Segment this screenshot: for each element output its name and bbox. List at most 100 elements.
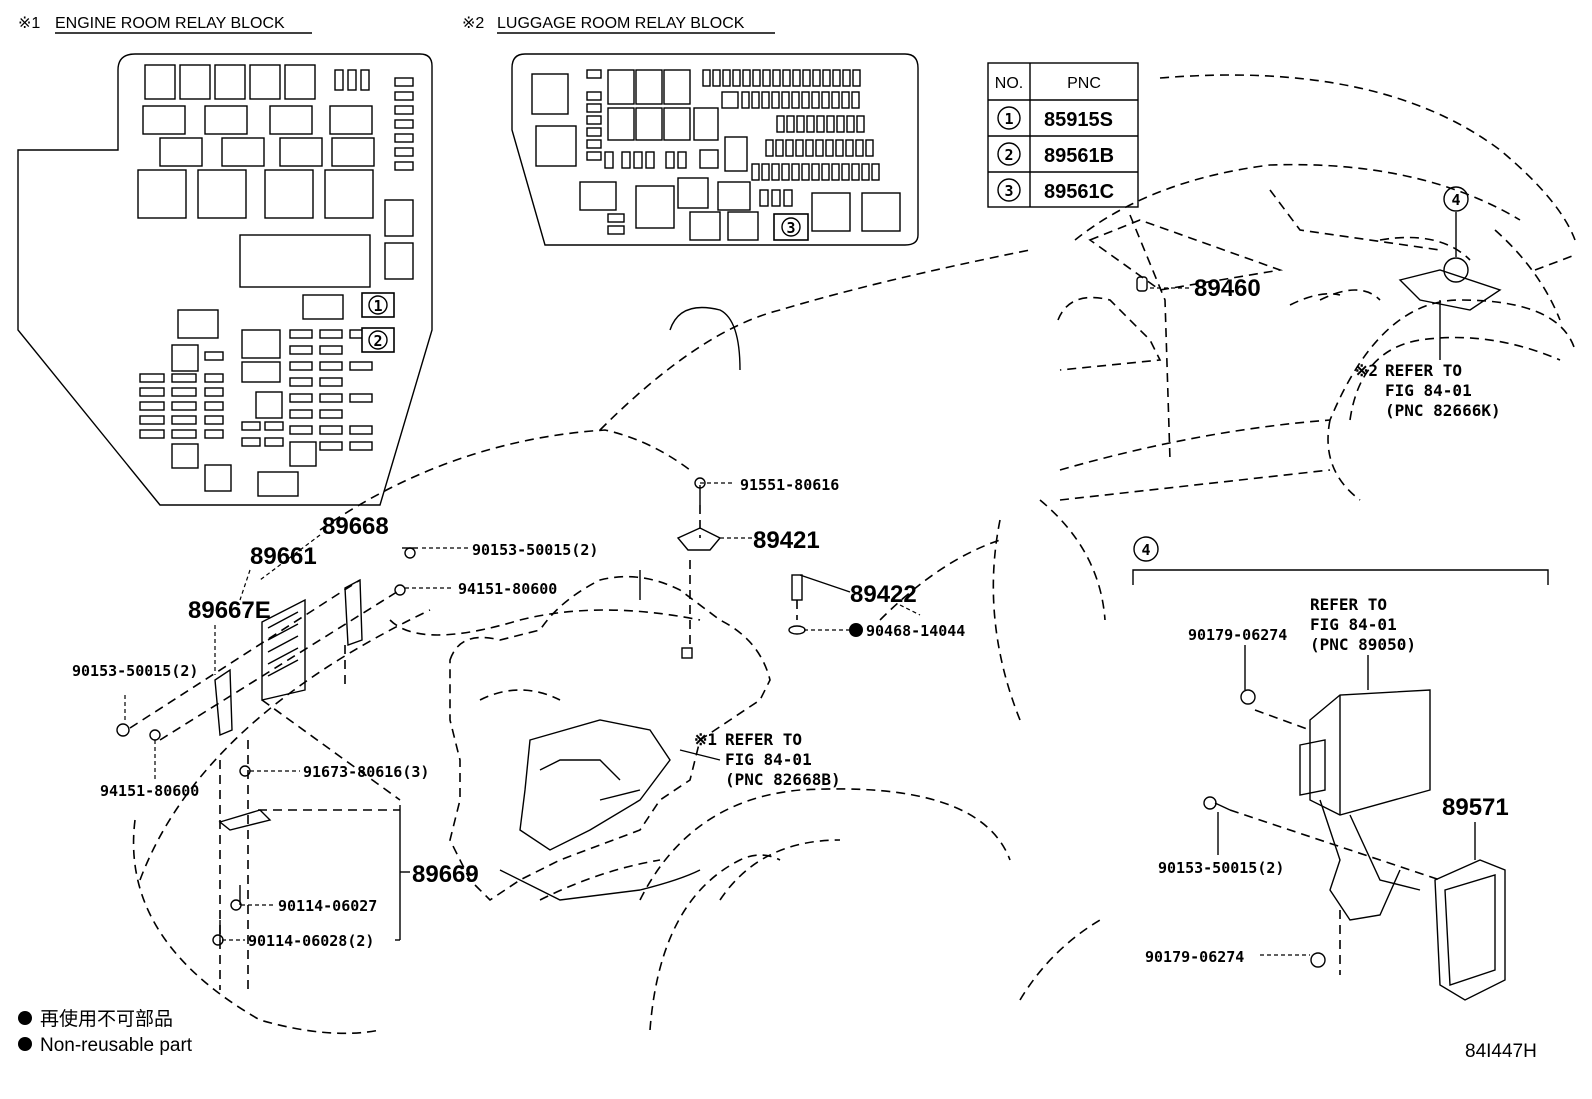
fuse-slot [771, 91, 780, 109]
fuse-slot [811, 91, 820, 109]
part-89669: 89669 [412, 861, 479, 888]
part-89667e: 89667E [188, 597, 271, 624]
part-89422: 89422 [850, 581, 917, 608]
pnc-table: NO. PNC 1 85915S 2 89561B 3 89561C [987, 62, 1139, 208]
part-90179-06274-a: 90179-06274 [1188, 626, 1287, 644]
part-90114-06027: 90114-06027 [278, 897, 377, 915]
fuse-slot [821, 163, 830, 181]
fuse-slot [826, 115, 835, 133]
fuse-slot [792, 69, 801, 87]
fuse-slot [761, 91, 770, 109]
engine-room-relay-block: ※1 ENGINE ROOM RELAY BLOCK [17, 15, 433, 506]
ecu-parts-left [116, 477, 921, 990]
part-90153-50015-c: 90153-50015(2) [1158, 859, 1284, 877]
fuse-slot [832, 69, 841, 87]
fuse-slot [732, 69, 741, 87]
fuse-slot [861, 163, 870, 181]
fuse-slot [791, 163, 800, 181]
fuse-slot [811, 163, 820, 181]
fuse-slot [771, 163, 780, 181]
fuse-slot [785, 139, 794, 157]
engine-block-marker: ※1 [18, 15, 40, 32]
legend-non-reusable-jp: 再使用不可部品 [40, 1008, 173, 1030]
fuse-slot [842, 69, 851, 87]
ref-luggage-mark: ※2 [1355, 361, 1378, 380]
callout-4-rear: 4 [1451, 191, 1460, 209]
fuse-slot [805, 139, 814, 157]
fuse-slot [845, 139, 854, 157]
fuse-slot [801, 91, 810, 109]
fuse-slot [841, 91, 850, 109]
rear-car-illustration: 89460 4 ※2 REFER TO FIG 84-01 (PNC 82666… [1057, 74, 1576, 501]
fuse-slot [752, 69, 761, 87]
ref-engine-l3: (PNC 82668B) [725, 770, 841, 789]
ref-luggage-l2: FIG 84-01 [1385, 381, 1472, 400]
pnc-row-no: 2 [1004, 146, 1013, 164]
fuse-slot [781, 91, 790, 109]
ref-luggage-l1: REFER TO [1385, 361, 1462, 380]
fuse-slot [741, 91, 750, 109]
part-90179-06274-b: 90179-06274 [1145, 948, 1244, 966]
fuse-slot [806, 115, 815, 133]
callout-1: 1 [373, 297, 382, 315]
fuse-slot [782, 69, 791, 87]
fuse-slot [775, 139, 784, 157]
fuse-slot [821, 91, 830, 109]
ref-ecu-l1: REFER TO [1310, 595, 1387, 614]
part-90468-14044: 90468-14044 [866, 622, 965, 640]
fuse-slot [816, 115, 825, 133]
fuse-slot [791, 91, 800, 109]
part-89460: 89460 [1194, 275, 1261, 302]
fuse-slot [786, 115, 795, 133]
fuse-slot [765, 139, 774, 157]
legend-non-reusable-en: Non-reusable part [40, 1035, 193, 1056]
fuse-slot [831, 91, 840, 109]
fuse-slot [795, 139, 804, 157]
part-91673-80616: 91673-80616(3) [303, 763, 429, 781]
fuse-slot [781, 163, 790, 181]
fuse-slot [825, 139, 834, 157]
callout-2: 2 [373, 332, 382, 350]
fuse-slot [836, 115, 845, 133]
pnc-row-value: 85915S [1044, 109, 1113, 131]
pnc-row-no: 1 [1004, 110, 1013, 128]
ref-ecu-l3: (PNC 89050) [1310, 635, 1416, 654]
pnc-header-no: NO. [995, 75, 1023, 92]
part-89421: 89421 [753, 527, 820, 554]
pnc-row-no: 3 [1004, 182, 1013, 200]
part-89571: 89571 [1442, 794, 1509, 821]
ref-ecu-l2: FIG 84-01 [1310, 615, 1397, 634]
fuse-slot [855, 139, 864, 157]
part-90114-06028: 90114-06028(2) [248, 932, 374, 950]
fuse-slot [772, 69, 781, 87]
pnc-row-value: 89561C [1044, 181, 1114, 203]
fuse-slot [722, 69, 731, 87]
fuse-slot [742, 69, 751, 87]
fuse-slot [801, 163, 810, 181]
fuse-slot [851, 163, 860, 181]
fuse-slot [841, 163, 850, 181]
callout-4-detail: 4 [1141, 541, 1150, 559]
ref-engine-l1: REFER TO [725, 730, 802, 749]
part-90153-50015-a: 90153-50015(2) [472, 541, 598, 559]
fuse-slot [761, 163, 770, 181]
part-91551-80616: 91551-80616 [740, 476, 839, 494]
fuse-slot [712, 69, 721, 87]
fuse-slot [802, 69, 811, 87]
fuse-slot [815, 139, 824, 157]
fuse-slot [846, 115, 855, 133]
ref-luggage-l3: (PNC 82666K) [1385, 401, 1501, 420]
luggage-block-title: LUGGAGE ROOM RELAY BLOCK [497, 15, 745, 32]
fuse-slot [852, 69, 861, 87]
fuse-slot [822, 69, 831, 87]
detail-4-assembly: 4 REFER TO FIG 84-01 (PNC 89050) 90179-0… [1132, 536, 1549, 1001]
legend: 再使用不可部品 Non-reusable part [18, 1008, 193, 1056]
part-labels-front: 89668 89661 89667E 89421 89422 89669 915… [72, 476, 965, 950]
fuse-slot [871, 163, 880, 181]
figure-id: 84I447H [1465, 1041, 1537, 1062]
fuse-slot [702, 69, 711, 87]
fuse-slot [751, 91, 760, 109]
engine-block-title: ENGINE ROOM RELAY BLOCK [55, 15, 285, 32]
part-94151-80600-b: 94151-80600 [100, 782, 199, 800]
part-89661: 89661 [250, 543, 317, 570]
